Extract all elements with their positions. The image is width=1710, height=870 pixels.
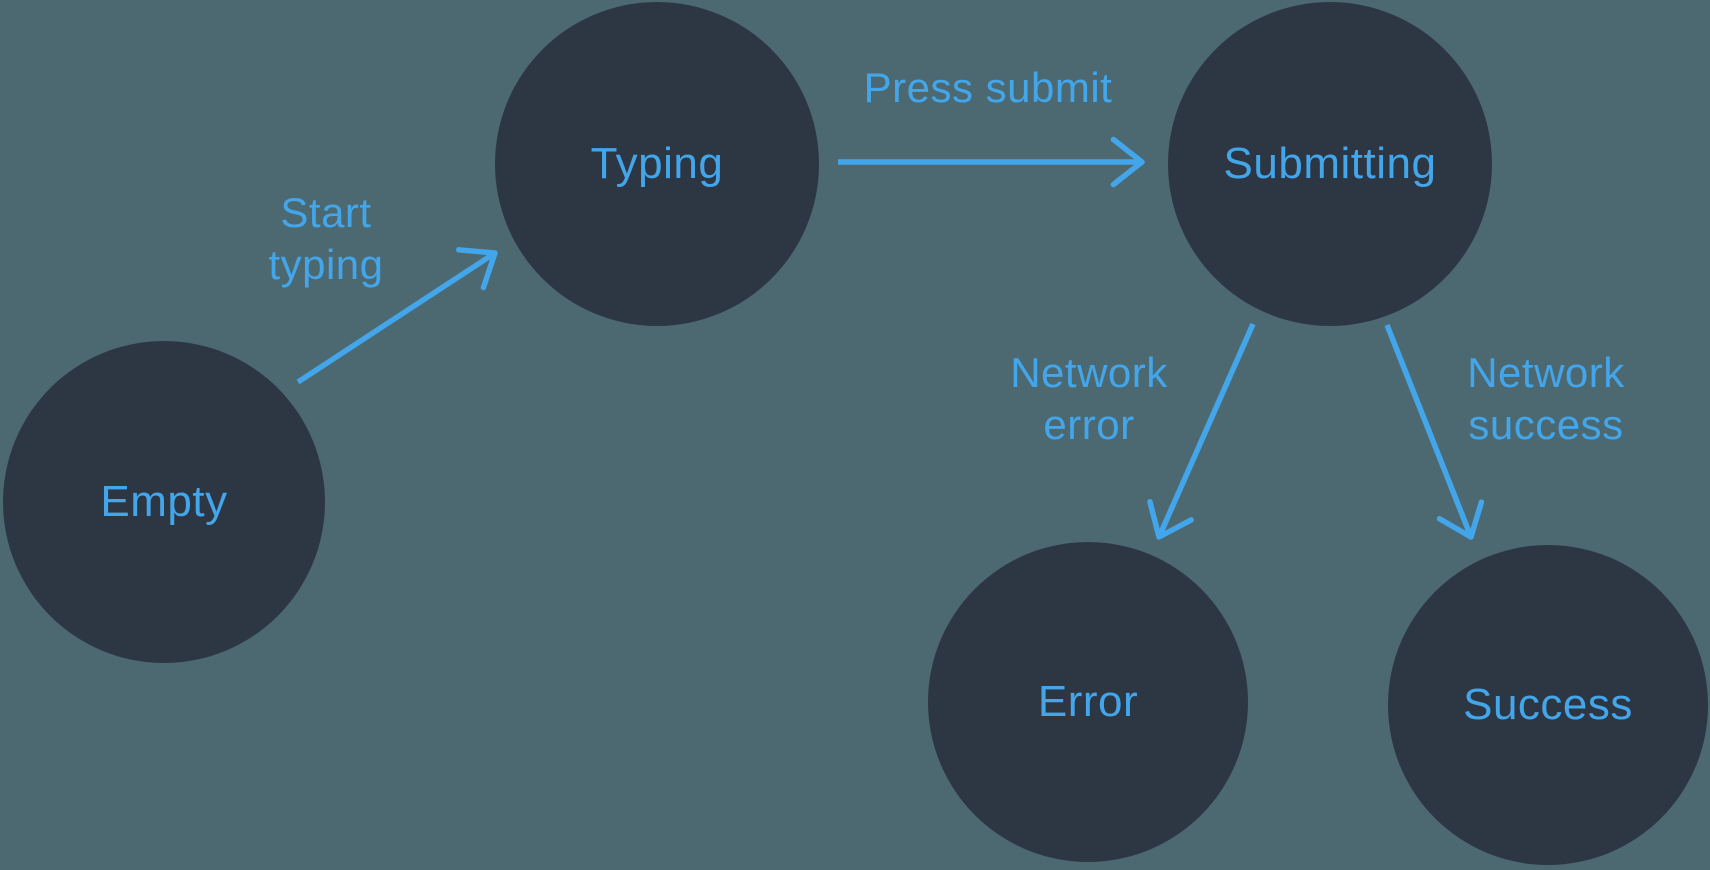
state-node-success-label: Success [1463,680,1633,729]
edge-label-network-success: Network success [1396,347,1696,451]
state-node-success: Success [1388,545,1708,865]
edge-arrow-network-error [1147,322,1256,540]
edge-label-line: Network [1467,349,1625,396]
state-node-empty: Empty [3,341,325,663]
state-node-error: Error [928,542,1248,862]
state-node-submitting-label: Submitting [1223,139,1437,188]
edge-label-line: Press submit [863,64,1113,111]
edge-label-line: success [1468,401,1624,448]
state-node-typing-label: Typing [590,139,724,188]
edge-label-line: typing [268,241,384,288]
edge-label-line: error [1043,401,1135,448]
edge-arrow-network-success [1384,323,1485,540]
edge-label-press-submit: Press submit [788,62,1188,114]
state-node-empty-label: Empty [100,477,228,526]
edge-label-line: Start [280,189,372,236]
state-node-typing: Typing [495,2,819,326]
state-node-error-label: Error [1037,677,1139,726]
edge-label-start-typing: Start typing [176,187,476,291]
edge-label-line: Network [1010,349,1168,396]
state-node-submitting: Submitting [1168,2,1492,326]
edge-label-network-error: Network error [939,347,1239,451]
edge-arrow-start-typing [296,247,498,385]
